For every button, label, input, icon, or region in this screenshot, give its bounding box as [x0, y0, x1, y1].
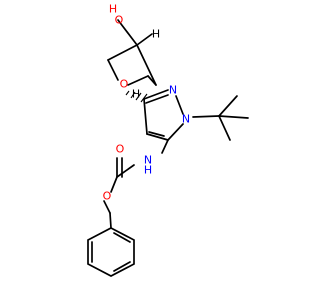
bond-c5-c4 [146, 133, 169, 141]
bond-o1-c2 [127, 75, 149, 86]
carbamate-h-label: H [144, 164, 152, 177]
bond-n1-c5 [167, 123, 184, 141]
bond-c3-stereo [136, 33, 153, 46]
carbamate-group [103, 139, 169, 229]
pyrazole-n1-label: N [182, 113, 190, 126]
hydroxyl-h-label: H [109, 3, 117, 16]
bond-o-ch2 [103, 200, 111, 214]
bond-n2-n1 [175, 95, 184, 115]
bond-c5-nh [161, 139, 169, 154]
benzene-ring [87, 227, 135, 277]
bond-n-carbonyl [116, 164, 135, 178]
oxolane-ring [107, 19, 157, 86]
bond-ch2-ph [109, 212, 112, 229]
carbonyl-o-label: O [116, 143, 125, 156]
bond-c4-c3 [143, 98, 148, 135]
hydroxyl-o-label: O [115, 14, 124, 27]
ring-oxygen-label: O [120, 78, 129, 91]
stereo-h-c3-label: H [152, 28, 160, 41]
bond-c3-c4 [107, 44, 138, 61]
pyrazole-n2-label: N [169, 84, 177, 97]
pyrazole-ring [143, 89, 184, 141]
bond-n1-cq [192, 115, 220, 118]
bond-c5-c3 [136, 44, 157, 86]
bond-oh-c3 [117, 19, 138, 46]
structure-diagram: H O O H H N N N H O O [87, 3, 249, 277]
carbamate-n-label: N [144, 154, 152, 167]
bond-c3-n2 [143, 89, 169, 100]
bond-c-ester-o [110, 176, 118, 193]
bond-c4-o1 [107, 59, 119, 81]
stereo-h-c2-label: H [132, 88, 140, 101]
tert-butyl-group [192, 95, 249, 141]
molecule-svg: H O O H H N N N H O O [87, 3, 249, 277]
stereo-hash-bond [125, 90, 148, 103]
ester-o-label: O [103, 190, 112, 203]
